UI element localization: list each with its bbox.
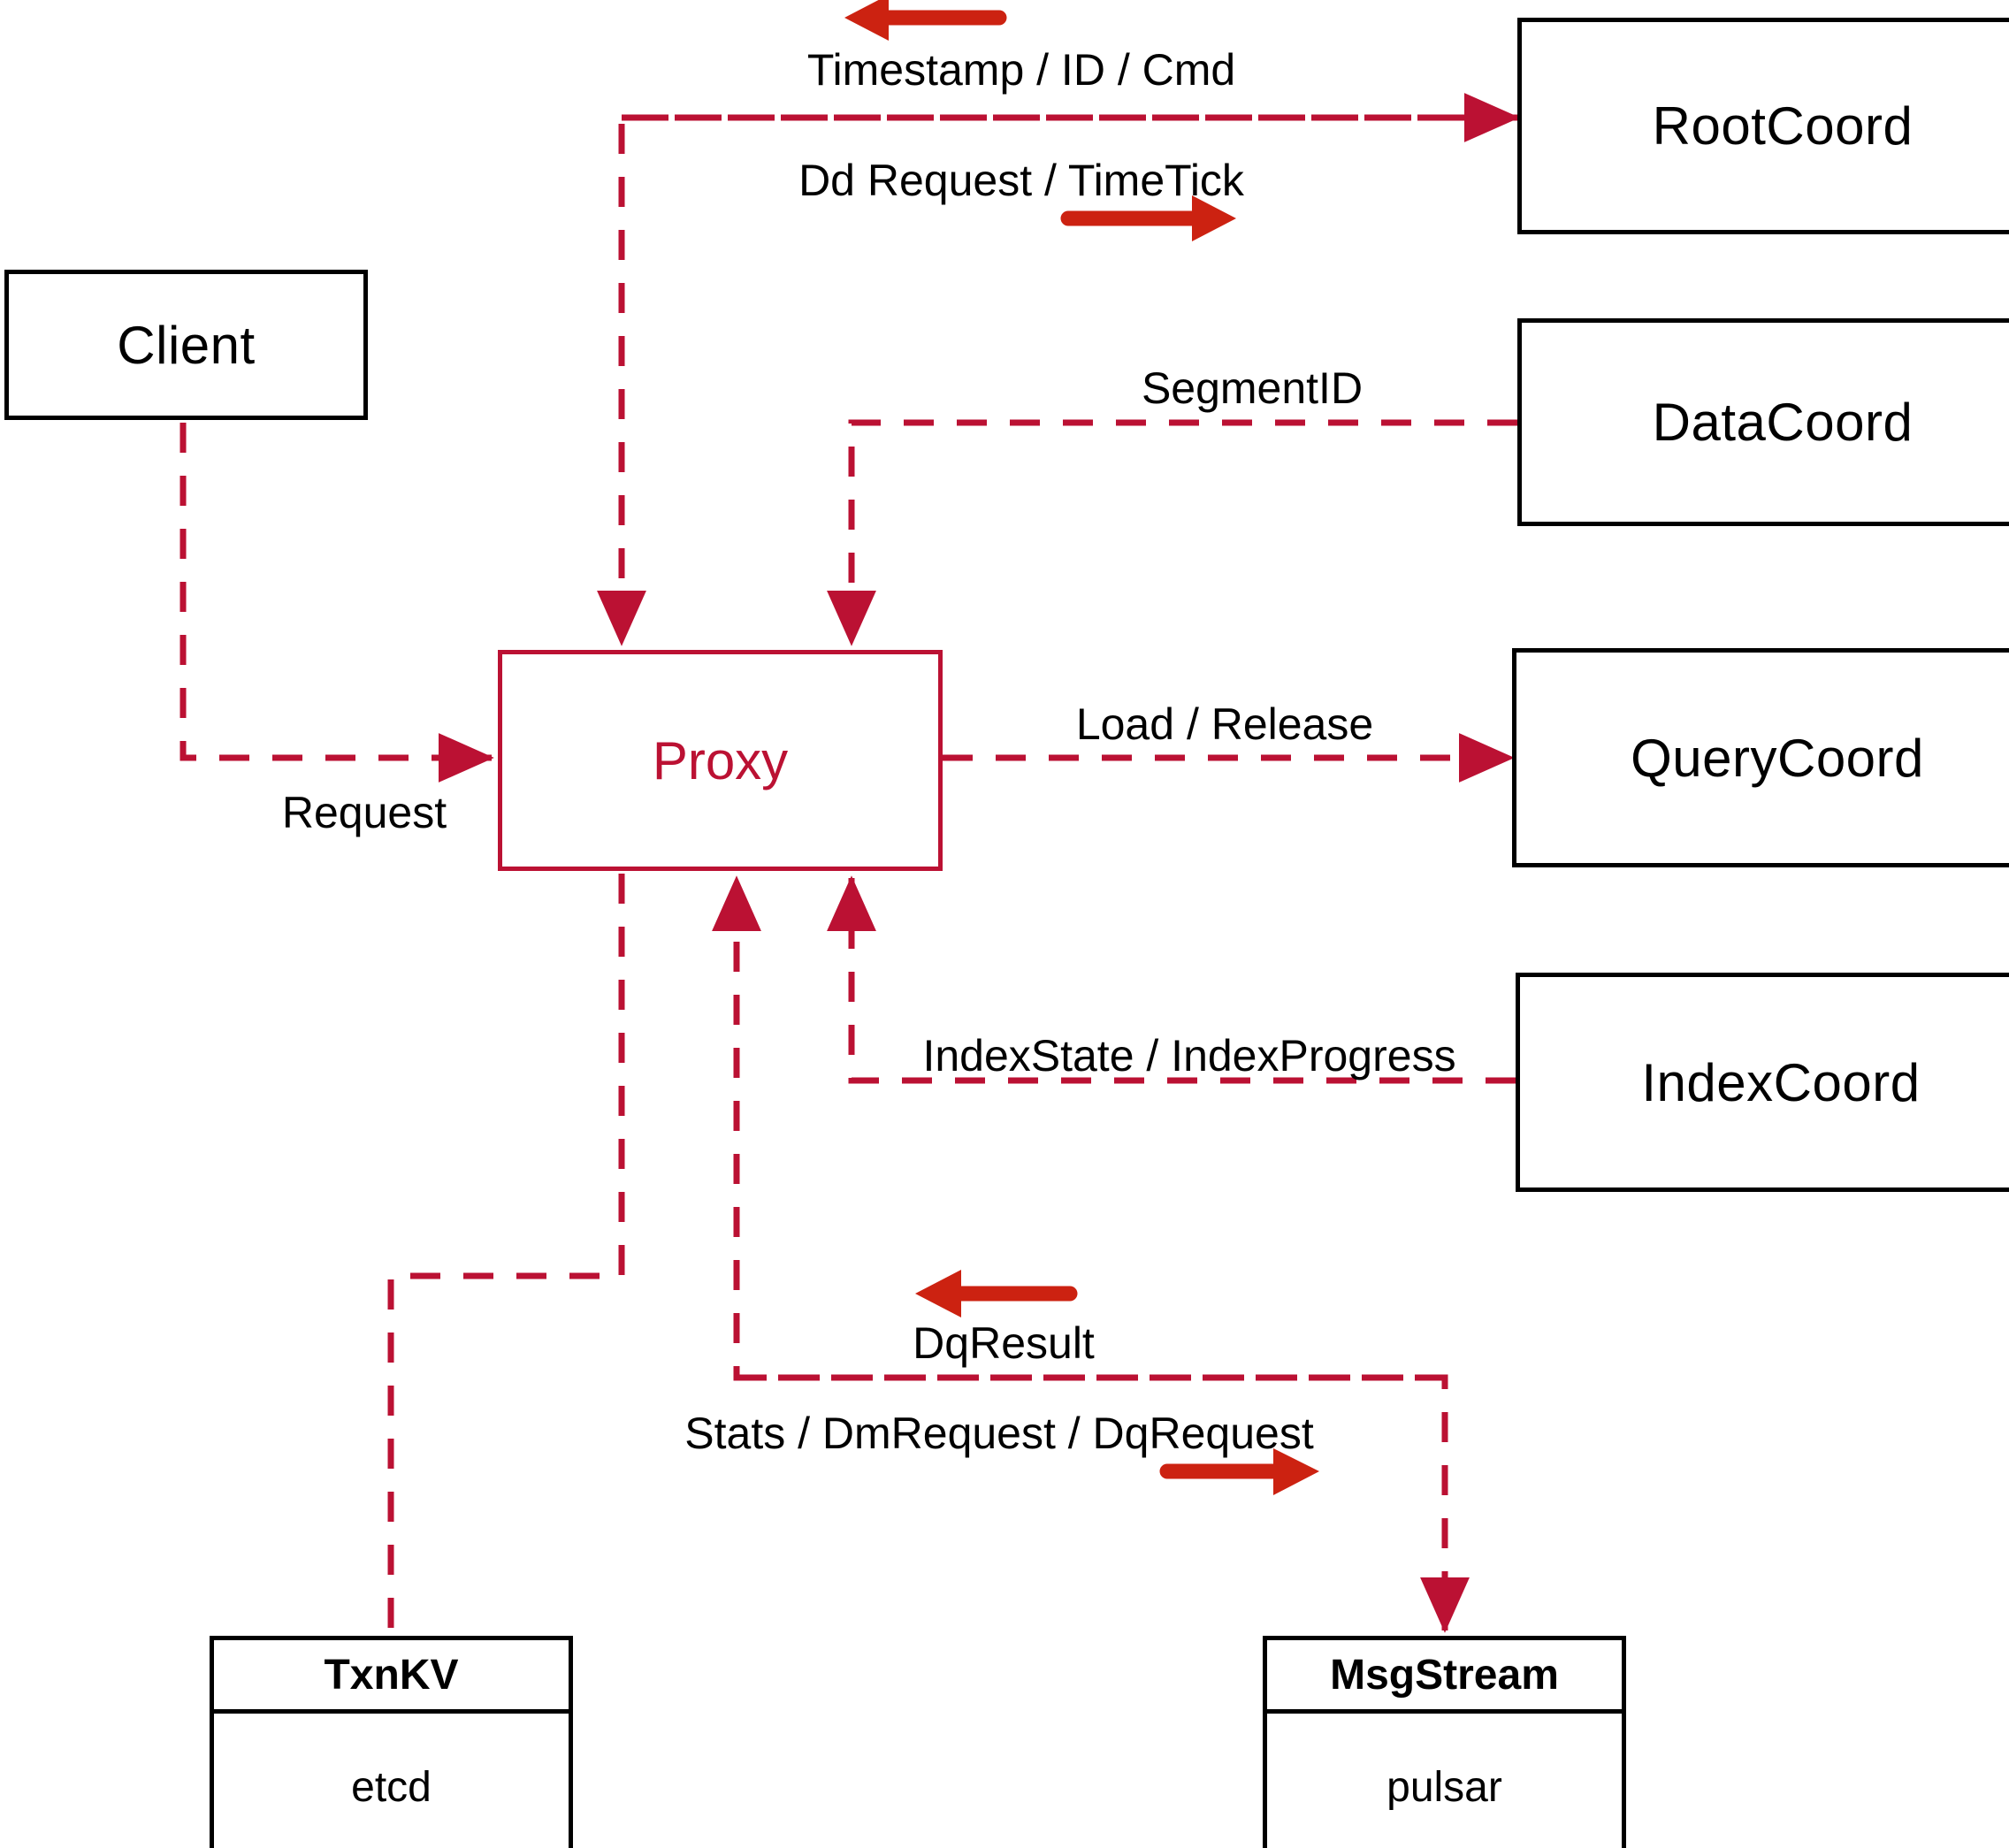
- edge-proxy-to-txnkv: [387, 874, 625, 1636]
- store-txnkv-header: TxnKV: [214, 1640, 569, 1714]
- edge-label-timestamp-id-cmd: Timestamp / ID / Cmd: [806, 45, 1236, 95]
- edge-label-request: Request: [281, 788, 447, 837]
- node-rootcoord[interactable]: RootCoord: [1517, 18, 2009, 234]
- node-indexcoord[interactable]: IndexCoord: [1516, 973, 2009, 1192]
- store-txnkv-body-label: etcd: [351, 1764, 432, 1811]
- node-querycoord[interactable]: QueryCoord: [1512, 648, 2009, 867]
- node-querycoord-label: QueryCoord: [1631, 728, 1924, 788]
- direction-arrow-leftward-top: [844, 0, 1007, 41]
- edge-datacoord-to-proxy: [827, 419, 1517, 646]
- direction-arrow-rightward-ddrequest: [1060, 195, 1236, 241]
- store-msgstream-header: MsgStream: [1267, 1640, 1622, 1714]
- edge-label-segmentid: SegmentID: [1141, 363, 1364, 413]
- edge-label-dd-request-timetick: Dd Request / TimeTick: [798, 156, 1244, 205]
- edge-proxy-to-msgstream: [737, 1374, 1470, 1633]
- store-txnkv-body: etcd: [214, 1714, 569, 1848]
- direction-arrow-rightward-dqrequest: [1159, 1448, 1319, 1495]
- edge-label-load-release: Load / Release: [1075, 699, 1374, 749]
- store-txnkv[interactable]: TxnKV etcd: [210, 1636, 573, 1848]
- edge-label-dqresult: DqResult: [913, 1318, 1095, 1368]
- node-proxy[interactable]: Proxy: [498, 650, 943, 871]
- store-msgstream-body-label: pulsar: [1386, 1764, 1502, 1811]
- edge-msgstream-to-proxy: [712, 875, 1445, 1381]
- store-msgstream-body: pulsar: [1267, 1714, 1622, 1848]
- direction-arrow-leftward-dqresult: [915, 1270, 1078, 1317]
- edge-indexcoord-to-proxy: [827, 875, 1516, 1084]
- edge-rootcoord-to-proxy: [597, 114, 1517, 646]
- node-client[interactable]: Client: [4, 270, 368, 420]
- node-proxy-label: Proxy: [652, 730, 789, 790]
- store-txnkv-header-label: TxnKV: [324, 1651, 459, 1699]
- node-indexcoord-label: IndexCoord: [1641, 1052, 1921, 1112]
- node-rootcoord-label: RootCoord: [1652, 96, 1914, 156]
- store-msgstream[interactable]: MsgStream pulsar: [1263, 1636, 1626, 1848]
- node-datacoord[interactable]: DataCoord: [1517, 318, 2009, 526]
- node-datacoord-label: DataCoord: [1652, 393, 1914, 452]
- edge-label-indexstate-indexprogress: IndexState / IndexProgress: [922, 1031, 1456, 1081]
- store-msgstream-header-label: MsgStream: [1330, 1651, 1559, 1699]
- edge-label-stats-dmrequest-dqrequest: Stats / DmRequest / DqRequest: [684, 1409, 1314, 1458]
- edge-client-to-proxy: [180, 423, 494, 783]
- node-client-label: Client: [117, 315, 256, 375]
